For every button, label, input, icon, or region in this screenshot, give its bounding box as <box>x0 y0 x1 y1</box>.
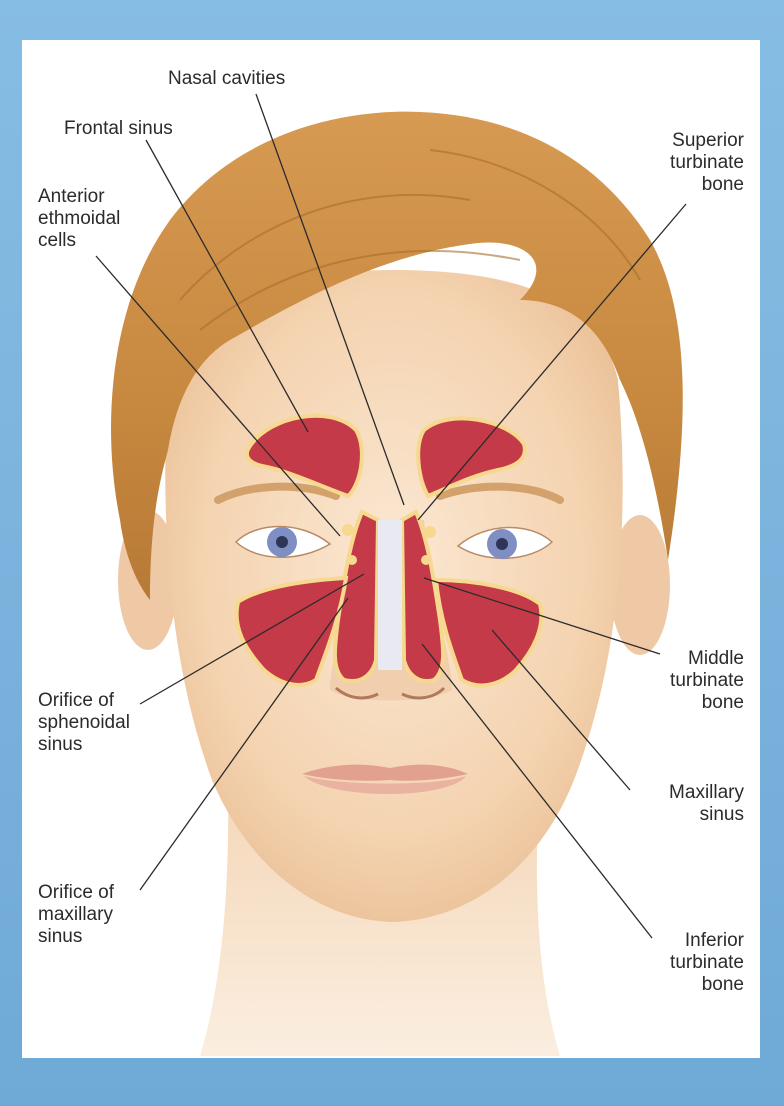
label-inferior-turbinate-bone: Inferior turbinate bone <box>670 930 744 996</box>
label-frontal-sinus: Frontal sinus <box>64 118 173 140</box>
label-superior-turbinate-bone: Superior turbinate bone <box>670 130 744 196</box>
label-anterior-ethmoidal-cells: Anterior ethmoidal cells <box>38 186 120 252</box>
label-maxillary-sinus: Maxillary sinus <box>669 782 744 826</box>
label-middle-turbinate-bone: Middle turbinate bone <box>670 648 744 714</box>
nasal-septum <box>378 520 402 670</box>
label-orifice-sphenoidal-sinus: Orifice of sphenoidal sinus <box>38 690 130 756</box>
label-orifice-maxillary-sinus: Orifice of maxillary sinus <box>38 882 114 948</box>
label-nasal-cavities: Nasal cavities <box>168 68 285 90</box>
